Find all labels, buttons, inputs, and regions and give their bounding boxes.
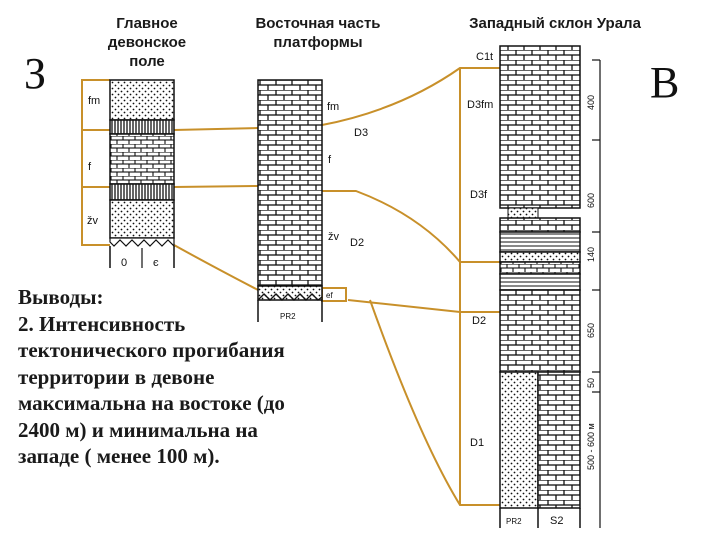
label-base-right: є [153,257,159,269]
header-line: девонское [108,34,186,51]
conclusion-line: 2400 м) и минимальна на [18,417,398,444]
label-d2: D2 [350,237,364,249]
layer-sand [500,372,538,508]
correlation-line-d3-top [322,68,500,125]
column-header-urals-west-slope: Западный склон Урала [469,15,641,32]
layer-limestone [500,290,580,372]
column-urals-west-slope: C1t D3fm D3f D2 D1 PR2 S2 400 600 140 65… [467,46,600,528]
column-main-devonian-field: fm f žv 0 є [87,80,174,269]
layer-marl [110,184,174,200]
header-line: поле [129,53,165,70]
thickness-label: 50 [586,378,596,388]
label-d3f: D3f [470,189,488,201]
layer-limestone [538,372,580,508]
correlation-line-f-to-ural [322,191,500,262]
conclusion-title: Выводы: [18,284,398,311]
label-d1: D1 [470,437,484,449]
column-header-main-devonian-field: Главное девонское поле [108,15,186,70]
header-line: Западный склон Урала [469,15,641,32]
conclusion-line: максимальна на востоке (до [18,390,398,417]
label-d2: D2 [472,315,486,327]
layer-limestone [500,46,580,208]
layer-limestone [500,218,580,232]
label-f: f [328,154,332,166]
thickness-label: 140 [586,247,596,262]
header-line: Восточная часть [255,15,380,32]
layer-shale [500,274,580,290]
layer-limestone [258,80,322,286]
correlation-line-f-top [174,186,258,187]
layer-marl [110,120,174,134]
west-label: З [24,49,46,98]
label-pr2: PR2 [506,517,522,526]
conclusion-line: территории в девоне [18,364,398,391]
label-d3fm: D3fm [467,99,493,111]
label-f: f [88,161,92,173]
layer-shale [500,232,580,252]
layer-limestone [110,134,174,184]
conclusion-line: западе ( менее 100 м). [18,443,398,470]
column-header-east-platform: Восточная часть платформы [255,15,380,51]
label-zv: žv [328,231,340,243]
thickness-label: 400 [586,95,596,110]
unconformity [110,238,174,246]
label-zv: žv [87,215,99,227]
label-s2: S2 [550,515,563,527]
thickness-label: 500 - 600 м [586,423,596,470]
thickness-label: 600 [586,193,596,208]
label-c1t: C1t [476,51,493,63]
thickness-label: 650 [586,323,596,338]
lens-sand [508,208,538,218]
header-line: Главное [116,15,177,32]
conclusion-line: тектонического прогибания [18,337,398,364]
label-base-left: 0 [121,257,127,269]
conclusion-line: 2. Интенсивность [18,311,398,338]
correlation-line-fm [174,128,258,130]
header-line: платформы [273,34,362,51]
label-fm: fm [327,101,339,113]
east-label: В [650,58,679,107]
layer-sand [500,252,580,262]
label-fm: fm [88,95,100,107]
conclusion-text: Выводы: 2. Интенсивность тектонического … [18,284,398,470]
layer-sand [110,80,174,120]
layer-limestone [500,262,580,274]
layer-sand [110,200,174,238]
label-d3: D3 [354,127,368,139]
